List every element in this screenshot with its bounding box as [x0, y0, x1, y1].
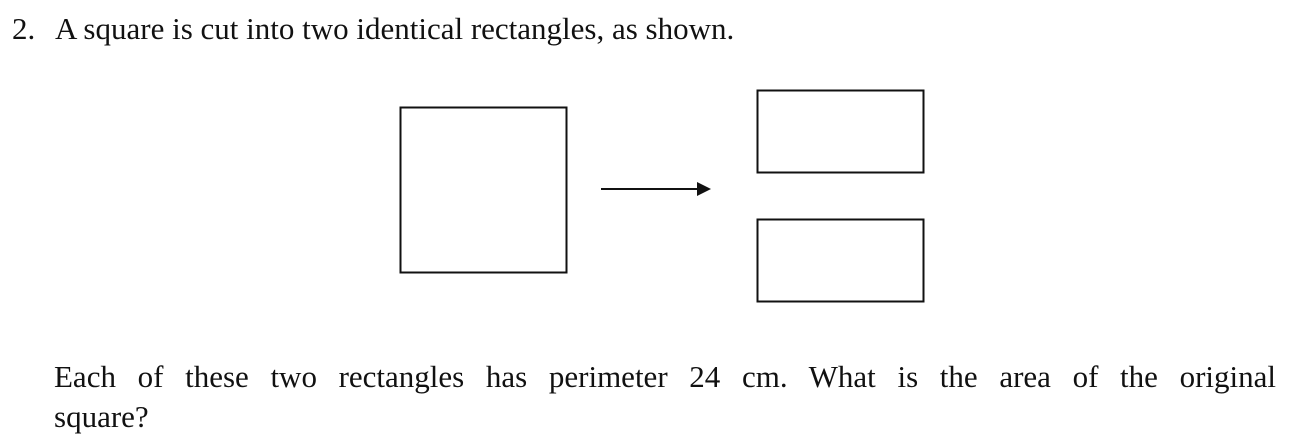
- problem-number: 2.: [12, 11, 36, 46]
- problem-statement: 2. A square is cut into two identical rec…: [12, 10, 734, 48]
- bottom-rectangle: [756, 218, 925, 303]
- top-rectangle: [756, 89, 925, 174]
- question-text: Each of these two rectangles has perimet…: [54, 357, 1276, 437]
- question-line-1: Each of these two rectangles has perimet…: [54, 359, 1276, 394]
- problem-text: A square is cut into two identical recta…: [55, 11, 735, 46]
- question-line-2: square?: [54, 399, 149, 434]
- original-square: [399, 106, 568, 274]
- transformation-arrow-head: [697, 182, 711, 196]
